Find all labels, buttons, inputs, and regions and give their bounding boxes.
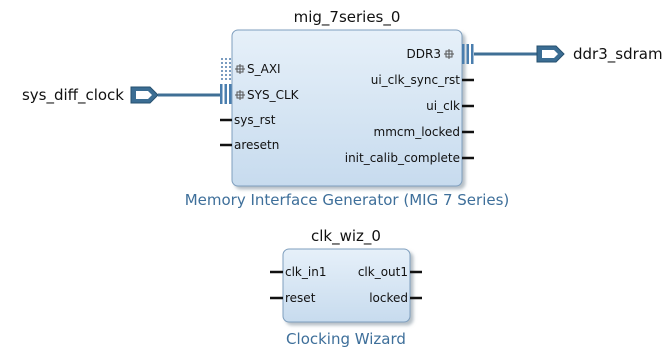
clk-out1-label: clk_out1: [358, 265, 408, 279]
reset-label: reset: [285, 291, 316, 305]
sys-diff-clock-label: sys_diff_clock: [22, 86, 124, 105]
external-port-sys-diff-clock[interactable]: sys_diff_clock: [22, 86, 220, 105]
clk-wiz-port-reset[interactable]: reset: [270, 291, 316, 305]
clk-wiz-ip-name: Clocking Wizard: [286, 330, 406, 348]
s-axi-dotted-connector-icon: [221, 58, 231, 80]
ddr3-expand-icon[interactable]: [444, 49, 454, 59]
ddr3-sdram-port-inner-icon: [542, 50, 558, 58]
mig-port-ui-clk[interactable]: ui_clk: [426, 99, 474, 113]
init-calib-complete-label: init_calib_complete: [345, 151, 460, 165]
s-axi-expand-icon[interactable]: [235, 64, 245, 74]
mig-block[interactable]: mig_7series_0 S_AXI: [185, 8, 510, 209]
mmcm-locked-label: mmcm_locked: [374, 125, 460, 139]
ui-clk-label: ui_clk: [426, 99, 460, 113]
clk-wiz-block[interactable]: clk_wiz_0 clk_in1 reset clk_out1 locked …: [270, 227, 422, 348]
mig-port-sys-clk[interactable]: SYS_CLK: [220, 84, 300, 104]
mig-port-ui-clk-sync-rst[interactable]: ui_clk_sync_rst: [371, 73, 474, 87]
sys-clk-label: SYS_CLK: [247, 88, 300, 102]
mig-ip-name: Memory Interface Generator (MIG 7 Series…: [185, 191, 510, 209]
mig-port-aresetn[interactable]: aresetn: [220, 138, 279, 152]
external-port-ddr3-sdram[interactable]: ddr3_sdram: [474, 45, 663, 64]
mig-port-mmcm-locked[interactable]: mmcm_locked: [374, 125, 474, 139]
sys-clk-bus-connector-icon: [220, 84, 232, 104]
locked-label: locked: [369, 291, 408, 305]
sys-clk-expand-icon[interactable]: [235, 90, 245, 100]
clk-wiz-port-clk-out1[interactable]: clk_out1: [358, 265, 422, 279]
mig-port-init-calib-complete[interactable]: init_calib_complete: [345, 151, 474, 165]
ddr3-bus-connector-icon: [462, 44, 474, 64]
mig-instance-name: mig_7series_0: [294, 8, 401, 27]
mig-port-ddr3[interactable]: DDR3: [407, 44, 474, 64]
mig-port-s-axi[interactable]: S_AXI: [221, 58, 281, 80]
s-axi-label: S_AXI: [247, 62, 281, 76]
clk-wiz-port-clk-in1[interactable]: clk_in1: [270, 265, 326, 279]
ddr3-label: DDR3: [407, 47, 441, 61]
ui-clk-sync-rst-label: ui_clk_sync_rst: [371, 73, 461, 87]
mig-block-body[interactable]: [231, 29, 463, 187]
clk-wiz-port-locked[interactable]: locked: [369, 291, 422, 305]
sys-rst-label: sys_rst: [234, 113, 276, 127]
sys-diff-clock-port-inner-icon: [136, 91, 152, 99]
clk-wiz-block-body[interactable]: [282, 248, 411, 323]
mig-port-sys-rst[interactable]: sys_rst: [220, 113, 276, 127]
aresetn-label: aresetn: [234, 138, 279, 152]
ddr3-sdram-label: ddr3_sdram: [573, 45, 663, 64]
clk-in1-label: clk_in1: [285, 265, 326, 279]
clk-wiz-instance-name: clk_wiz_0: [311, 227, 381, 246]
